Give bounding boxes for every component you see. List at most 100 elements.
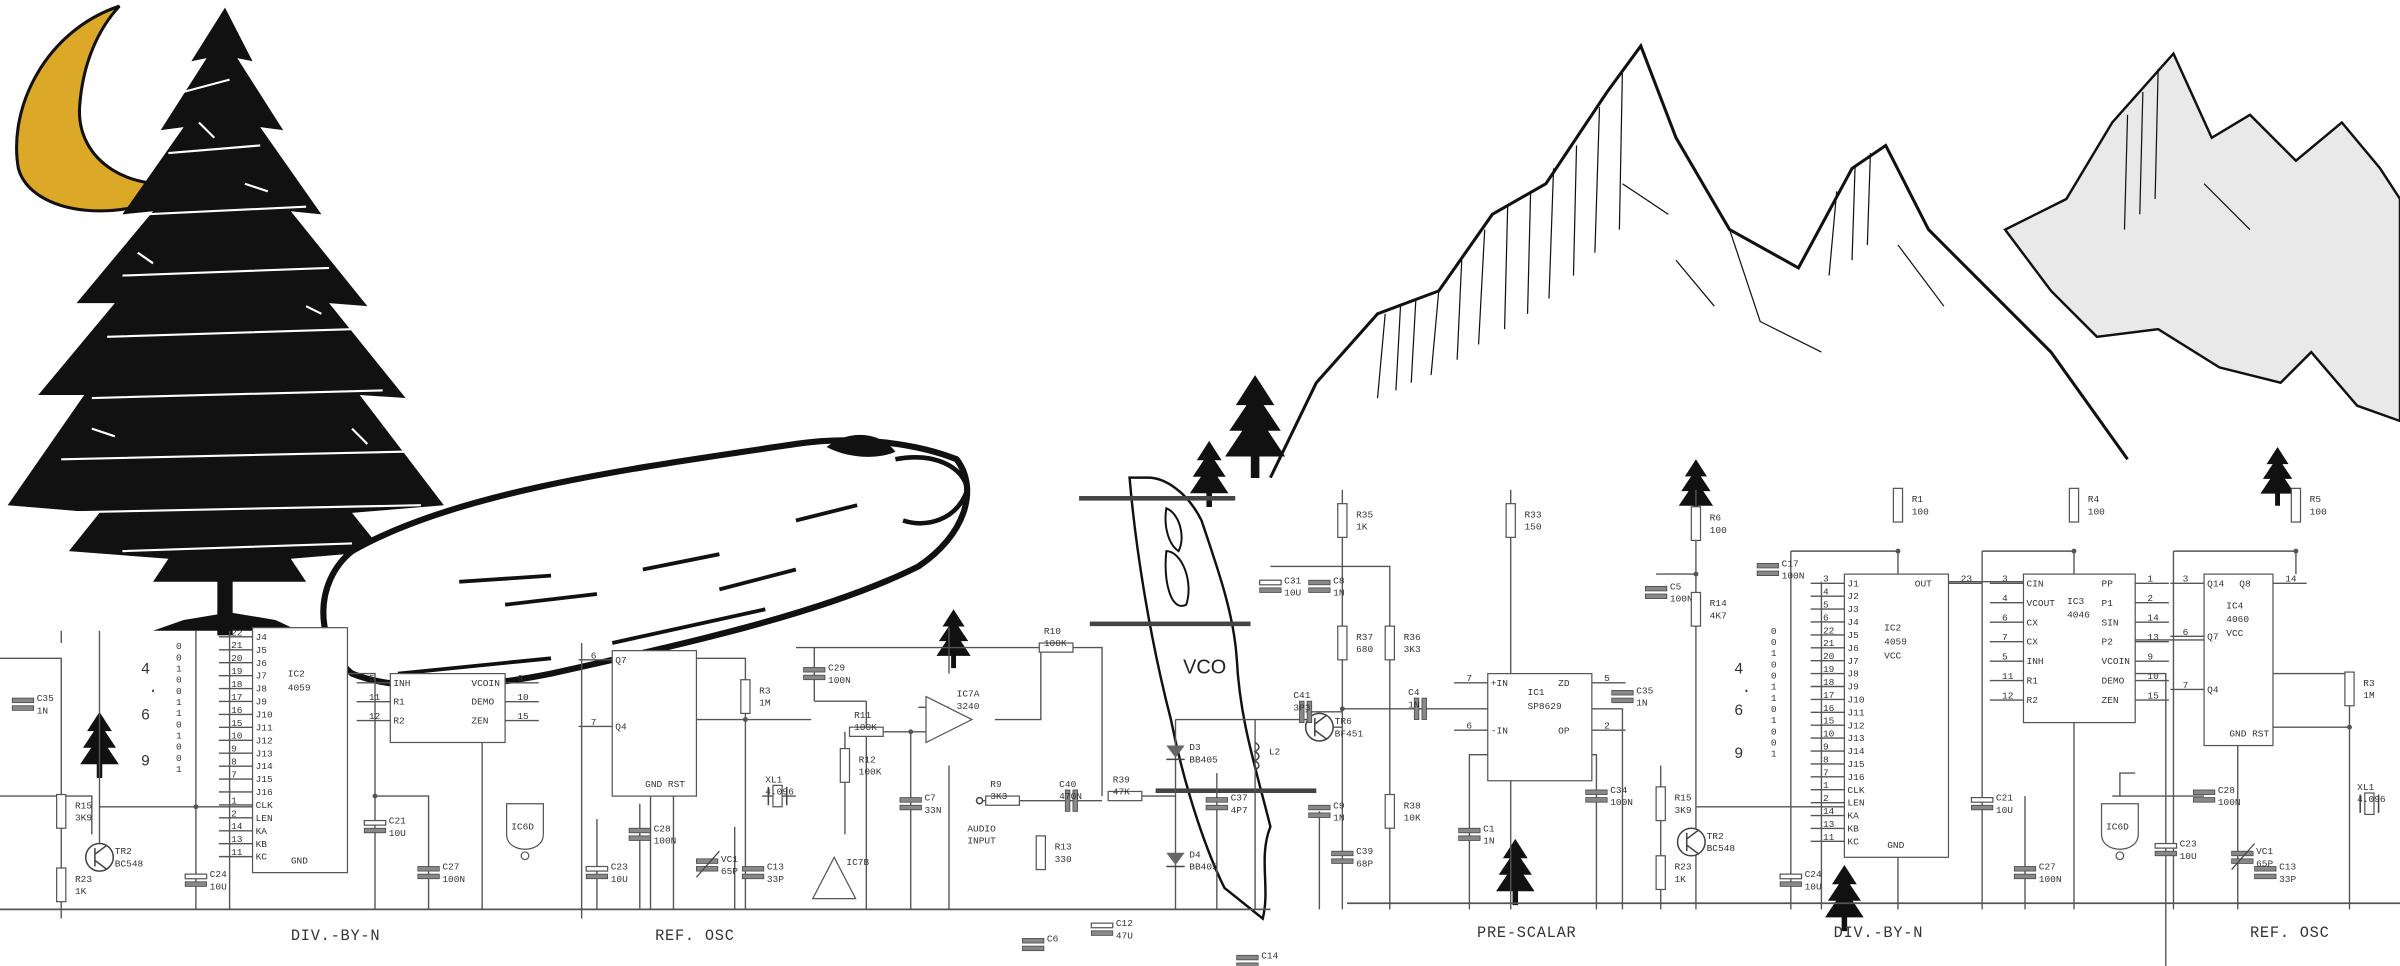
component-ref: C12 [1116, 918, 1133, 929]
component-value: 100N [654, 836, 677, 847]
bit-value: 1 [1771, 648, 1777, 659]
ic-pin-label: ZEN [2102, 695, 2119, 706]
component-value: 10U [389, 828, 406, 839]
bit-value: 0 [1771, 738, 1777, 749]
component-value: BF451 [1335, 728, 1364, 739]
ic-pin-label: J9 [256, 697, 268, 708]
ic-pin-number: 20 [1823, 651, 1835, 662]
section-label: REF. OSC [655, 927, 735, 945]
opamp-ref: IC7A [957, 689, 980, 700]
component-value: 4P7 [1231, 805, 1248, 816]
component-ref: R37 [1356, 632, 1373, 643]
ic-pin-label: J16 [1847, 772, 1864, 783]
ic-pin-number: 7 [2183, 680, 2189, 691]
section-label: DIV.-BY-N [291, 927, 381, 945]
ic-pin-number: 1 [2147, 574, 2153, 585]
ic-pin-number: 7 [1466, 673, 1472, 684]
component-value: 1K [75, 886, 87, 897]
component-ref: C4 [1408, 687, 1420, 698]
ic-pin-label: J14 [256, 761, 273, 772]
ic-pin-label: J15 [1847, 759, 1864, 770]
component-ref: C31 [1284, 575, 1301, 586]
vco-label: VCO [1183, 657, 1226, 679]
component-ref: C35 [1636, 685, 1653, 696]
component-ref: R23 [75, 874, 92, 885]
component-ref: R15 [1674, 793, 1691, 804]
ic-pin-label: CLK [1847, 785, 1864, 796]
small-pine-tree-icon [1496, 838, 1535, 906]
bit-value: 1 [176, 708, 182, 719]
component-value: 3K3 [1404, 644, 1421, 655]
small-pine-tree-icon [1189, 440, 1229, 508]
ic-pin-label: OUT [1915, 578, 1932, 589]
audio-input-label: AUDIO [967, 823, 996, 834]
component-value: 330 [1055, 854, 1072, 865]
component-ref: C27 [442, 862, 459, 873]
component-ref: C24 [210, 869, 227, 880]
ic-pin-number: 6 [1823, 612, 1829, 623]
ic-pin-number: 18 [1823, 677, 1835, 688]
nand-gate-ic6d: IC6D [2100, 803, 2139, 861]
ic-pin-number: 10 [517, 692, 529, 703]
ic-pin-number: 5 [1823, 600, 1829, 611]
component-ref: TR6 [1335, 716, 1352, 727]
component-ref: C13 [767, 862, 784, 873]
ratio-digit: . [148, 679, 158, 697]
ic-pin-label: KC [1847, 836, 1859, 847]
component-ref: C6 [1047, 934, 1059, 945]
ic-pin-label: J3 [1847, 604, 1859, 615]
component-value: 68P [1356, 858, 1373, 869]
component-value: 100N [1782, 571, 1805, 582]
ic-pin-label: CX [2027, 637, 2039, 648]
ic-pin-number: 14 [231, 821, 243, 832]
ic-pin-number: 4 [1823, 587, 1829, 598]
bit-value: 1 [176, 697, 182, 708]
component-ref: C21 [1996, 793, 2013, 804]
component-ref: TR2 [1707, 831, 1724, 842]
ic-pin-label: PP [2102, 578, 2114, 589]
ic-pin-number: 9 [517, 673, 523, 684]
component-ref: XL1 [2357, 782, 2374, 793]
component-value: 680 [1356, 644, 1373, 655]
ic-pin-number: 10 [2147, 671, 2159, 682]
component-ref: R15 [75, 800, 92, 811]
vco-outline: VCO [1079, 476, 1317, 921]
gate-ref: IC6D [511, 822, 534, 833]
bit-value: 1 [176, 731, 182, 742]
component-value: 1N [1636, 698, 1647, 709]
ic-pin-number: 8 [231, 757, 237, 768]
ic-ref: IC2 [288, 669, 305, 680]
component-value: 100N [442, 874, 465, 885]
ic-pin-label: J14 [1847, 746, 1864, 757]
ic-pin-label: R1 [2027, 676, 2039, 687]
component-value: 65P [721, 866, 738, 877]
opamp-ref: IC7B [846, 857, 869, 868]
ic-pin-number: 3 [1823, 574, 1829, 585]
ic-pin-number: 15 [517, 711, 529, 722]
ic-pin-label: J5 [1847, 630, 1859, 641]
ic-pin-label: J6 [256, 658, 268, 669]
component-ref: C23 [2180, 839, 2197, 850]
ic-pin-number: 21 [231, 640, 243, 651]
ic-pin-label: J16 [256, 787, 273, 798]
ic-pin-label: J11 [256, 722, 273, 733]
